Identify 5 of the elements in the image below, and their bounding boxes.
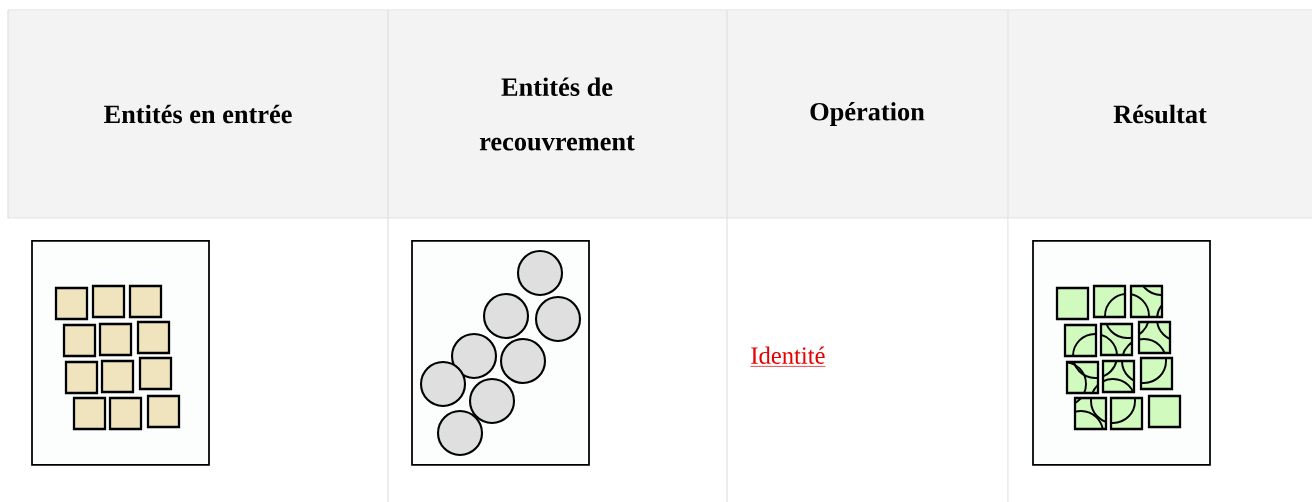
header-cell: Résultat (1008, 10, 1312, 218)
header-cell: Opération (726, 10, 1008, 218)
link: Identité (750, 346, 826, 367)
header-cell: Entités en entrée (8, 10, 388, 218)
header-cell: Entités de recouvrement (387, 10, 727, 218)
